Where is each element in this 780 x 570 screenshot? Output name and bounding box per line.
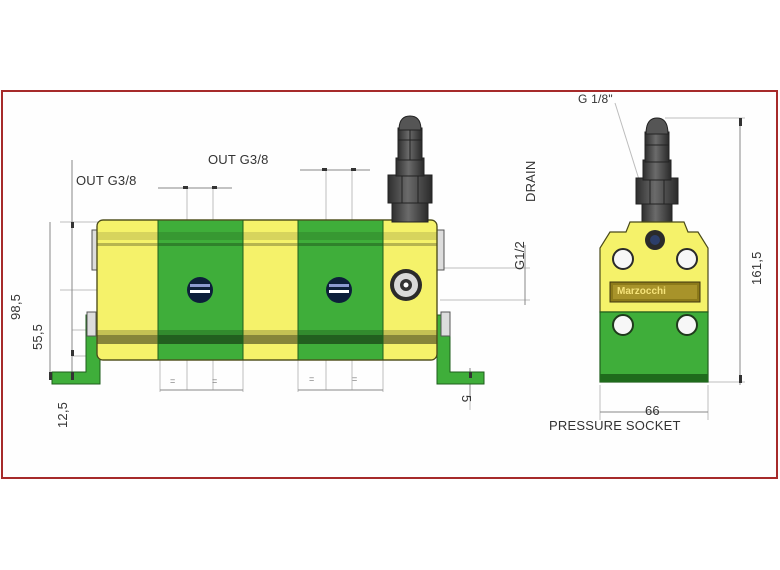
left-mounting-foot — [51, 229, 101, 385]
out-port-1 — [187, 277, 213, 303]
dimension-arrows — [49, 118, 742, 383]
dim-foot-height: 12,5 — [55, 401, 70, 428]
nameplate-text: Marzocchi — [617, 286, 666, 297]
pressure-gauge-fitting — [635, 117, 679, 225]
dim-foot-thickness: 5 — [459, 395, 474, 403]
dim-side-height: 161,5 — [749, 251, 764, 285]
out-port-1-label: OUT G3/8 — [76, 173, 137, 188]
front-view — [49, 115, 530, 410]
inlet-port — [390, 269, 422, 301]
dim-height-total: 98,5 — [8, 293, 23, 320]
equal-mark-3: = — [309, 374, 315, 384]
side-body — [599, 221, 709, 383]
gauge-thread-label: G 1/8" — [578, 92, 613, 106]
equal-mark-4: = — [352, 374, 358, 384]
side-view — [599, 102, 745, 420]
drain-thread-label: G1/2 — [512, 241, 527, 270]
out-port-2-label: OUT G3/8 — [208, 152, 269, 167]
equal-mark-1: = — [170, 376, 176, 386]
out-port-2 — [326, 277, 352, 303]
right-mounting-foot — [435, 229, 485, 385]
divider-body — [96, 219, 438, 361]
pressure-socket-label: PRESSURE SOCKET — [549, 418, 681, 433]
equal-mark-2: = — [212, 376, 218, 386]
drain-label: DRAIN — [523, 160, 538, 202]
drain-fitting — [387, 115, 433, 223]
dim-height-mount: 55,5 — [30, 323, 45, 350]
dim-side-width: 66 — [645, 403, 660, 418]
